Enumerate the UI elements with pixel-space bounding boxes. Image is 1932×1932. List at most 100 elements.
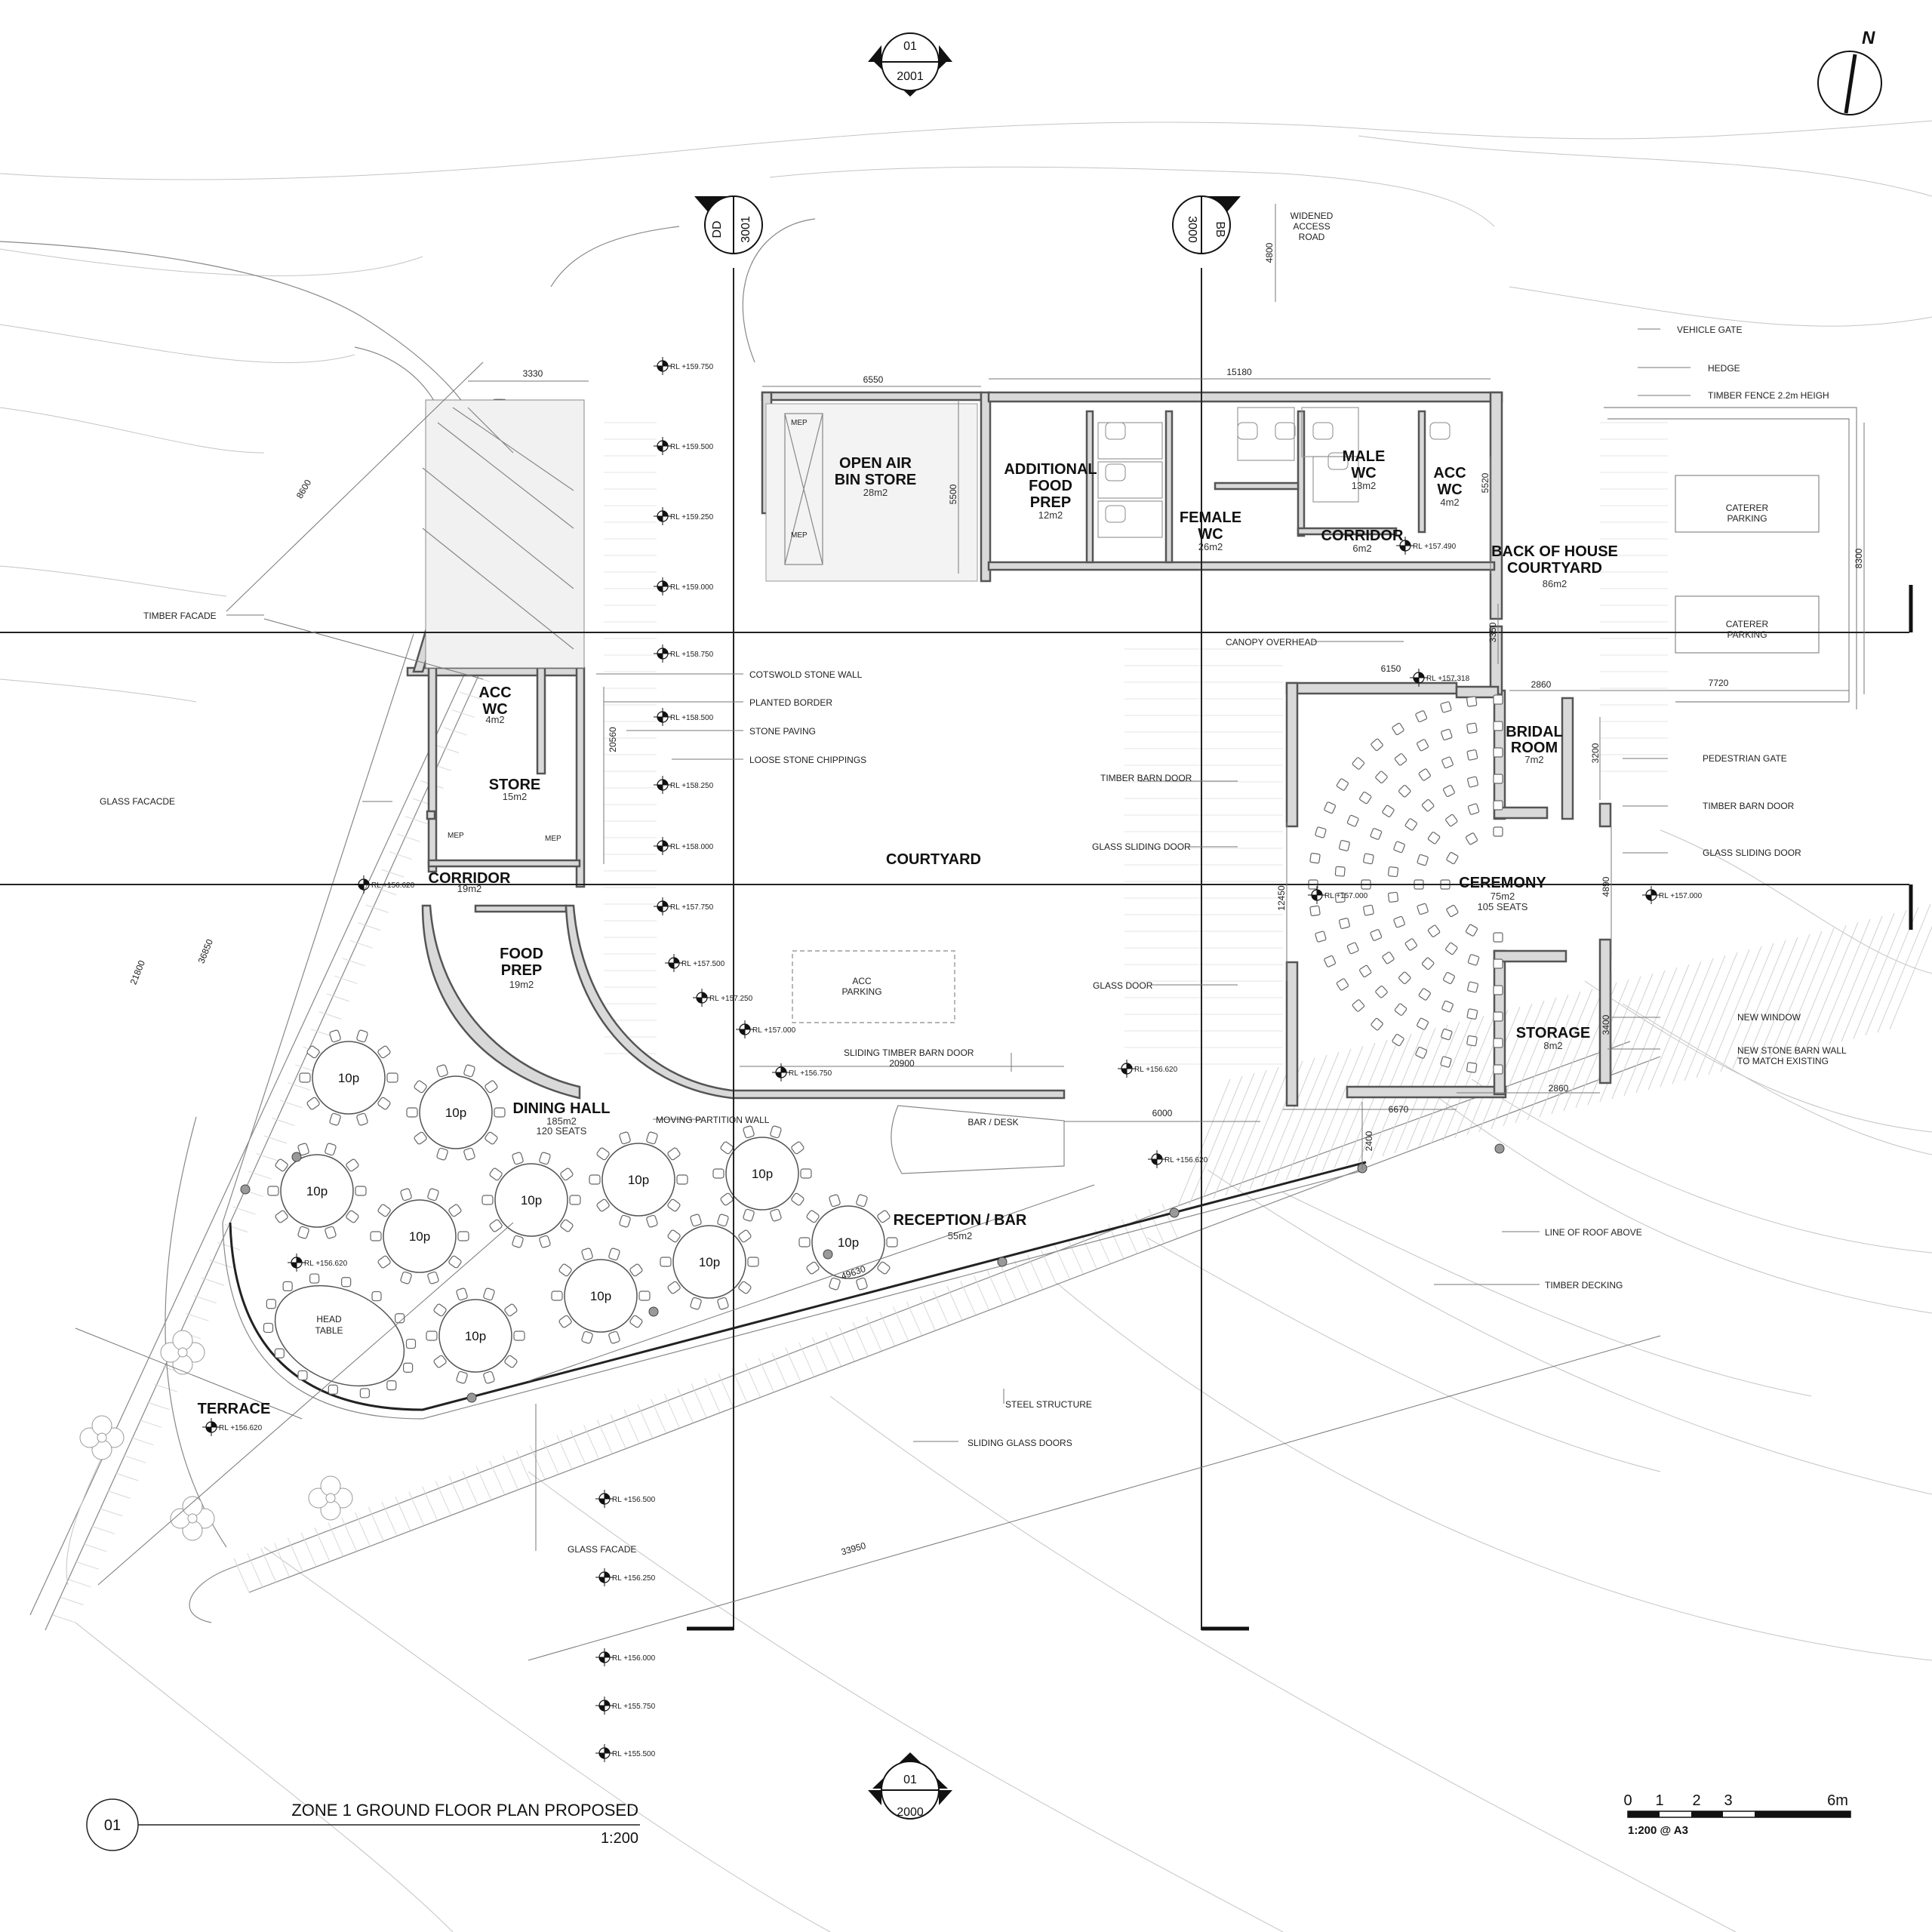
dim-8600: 8600 xyxy=(294,478,314,500)
room-bridal-area: 7m2 xyxy=(1524,754,1543,765)
dim-21800: 21800 xyxy=(128,958,148,986)
room-storage: STORAGE xyxy=(1516,1025,1591,1041)
note-pedestrian-gate: PEDESTRIAN GATE xyxy=(1703,753,1787,764)
deck-line xyxy=(451,709,475,718)
table-chair xyxy=(791,1192,804,1206)
table-chair xyxy=(329,1112,341,1126)
facade-edge xyxy=(222,633,414,1223)
table-chair xyxy=(856,1194,868,1208)
wc-fixture xyxy=(1105,422,1126,440)
deck-line xyxy=(515,1450,532,1485)
ceremony-chair xyxy=(1446,851,1459,865)
deck-line xyxy=(209,1260,232,1269)
table-chair xyxy=(427,1271,439,1284)
level-marker: RL +157.250 xyxy=(693,989,753,1007)
table-label: 10p xyxy=(445,1106,466,1120)
ceremony-chair xyxy=(1375,771,1388,784)
level-marker: RL +155.500 xyxy=(595,1744,656,1762)
ceremony-chair xyxy=(1359,792,1372,804)
deck-line xyxy=(408,1491,425,1526)
deck-line xyxy=(1527,991,1581,1121)
ceremony-chair xyxy=(1392,1033,1404,1047)
table-chair xyxy=(608,1247,620,1261)
deck-line xyxy=(68,1579,91,1588)
room-dining-hall: DINING HALL xyxy=(513,1100,611,1117)
deck-line xyxy=(1647,961,1702,1091)
scale-bar: 0 1 2 3 6m 1:200 @ A3 xyxy=(1623,1792,1851,1837)
deck-line xyxy=(1321,1042,1376,1172)
level-text: RL +157.000 xyxy=(752,1026,796,1035)
table-chair xyxy=(400,1271,412,1284)
deck-line xyxy=(358,922,381,931)
deck-line xyxy=(318,1011,342,1020)
wc-fixture xyxy=(1237,422,1258,440)
note-glass-sliding-right: GLASS SLIDING DOOR xyxy=(1703,848,1801,858)
note-new-window: NEW WINDOW xyxy=(1737,1012,1801,1023)
deck-line xyxy=(365,904,389,913)
table-chair xyxy=(329,1029,341,1043)
wc-cubicle xyxy=(1097,422,1163,460)
deck-line xyxy=(1285,1051,1340,1181)
section-marker-top: 01 2001 xyxy=(868,32,952,97)
deck-line xyxy=(1829,915,1883,1045)
ceremony-chair xyxy=(1465,924,1478,937)
dim-33950: 33950 xyxy=(840,1540,867,1558)
level-marker: RL +156.620 xyxy=(202,1418,263,1436)
mep-label-2: MEP xyxy=(791,531,808,540)
room-reception-bar: RECEPTION / BAR xyxy=(894,1212,1027,1229)
ceremony-chair xyxy=(1346,814,1359,827)
level-marker: RL +157.318 xyxy=(1410,669,1470,687)
deck-line xyxy=(663,1393,680,1429)
deck-line xyxy=(91,1525,115,1534)
deck-line xyxy=(1334,1039,1388,1169)
ceremony-chair xyxy=(1334,866,1346,877)
deck-line xyxy=(771,1352,788,1387)
deck-line xyxy=(146,1401,170,1411)
deck-line xyxy=(381,1501,398,1537)
deck-line xyxy=(986,1270,1003,1305)
room-female-wc-1: FEMALE xyxy=(1180,509,1241,526)
table-chair xyxy=(646,1214,658,1228)
room-terrace: TERRACE xyxy=(198,1401,271,1417)
level-marker: RL +156.620 xyxy=(355,875,415,894)
ceremony-chair xyxy=(1445,814,1458,827)
room-boh-area: 86m2 xyxy=(1543,578,1567,589)
level-marker: RL +159.750 xyxy=(654,357,714,375)
ceremony-chair xyxy=(1418,768,1431,781)
room-ceremony-area: 75m2 xyxy=(1491,891,1515,902)
room-ceremony-seats: 105 SEATS xyxy=(1478,901,1528,912)
terrace-planters xyxy=(79,1330,353,1541)
level-text: RL +158.250 xyxy=(670,782,714,790)
deck-line xyxy=(529,1444,546,1480)
table-chair xyxy=(267,1186,279,1196)
glass-facade-line xyxy=(222,1169,1367,1420)
room-dining-seats: 120 SEATS xyxy=(537,1125,587,1137)
room-food-prep-2: PREP xyxy=(501,962,542,979)
table-chair xyxy=(299,1072,311,1083)
ceremony-chair xyxy=(1467,803,1480,815)
deck-line xyxy=(1161,1203,1178,1238)
room-acc-wc-top-area: 4m2 xyxy=(1440,497,1459,508)
deck-line xyxy=(1418,1018,1472,1148)
deck-line xyxy=(247,1552,263,1588)
deck-line xyxy=(1000,1265,1017,1300)
note-glass-facacde: GLASS FACACDE xyxy=(100,796,175,807)
drawing-number: 01 xyxy=(104,1817,121,1834)
head-table-chair xyxy=(359,1388,370,1398)
deck-line xyxy=(341,1517,358,1552)
table-chair xyxy=(377,1045,391,1059)
level-text: RL +157.250 xyxy=(709,995,753,1003)
ceremony-chair xyxy=(1493,694,1503,705)
level-text: RL +158.000 xyxy=(670,843,714,851)
deck-line xyxy=(186,1312,209,1321)
stone-paving xyxy=(604,422,1668,1065)
room-open-air-area: 28m2 xyxy=(863,487,888,498)
level-text: RL +157.000 xyxy=(1324,892,1368,900)
dim-6670: 6670 xyxy=(1389,1104,1409,1115)
level-text: RL +157.490 xyxy=(1413,543,1457,551)
widened-road-2: ACCESS xyxy=(1293,221,1330,232)
ceremony-chair xyxy=(1315,826,1327,838)
ceremony-chair xyxy=(1336,778,1349,791)
ceremony-chair xyxy=(1417,854,1429,866)
room-acc-wc-left-1: ACC xyxy=(478,685,511,701)
